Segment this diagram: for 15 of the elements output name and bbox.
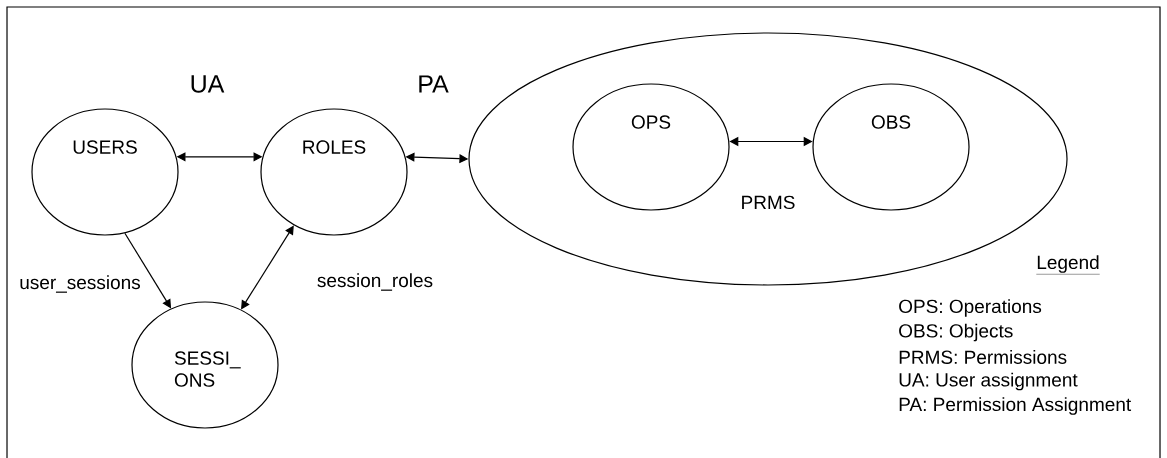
legend-heading: Legend bbox=[1036, 255, 1100, 275]
legend-entry: UA: User assignment bbox=[899, 372, 1078, 391]
ellipse-node: OBS bbox=[812, 83, 970, 211]
edge-label: UA bbox=[188, 74, 226, 94]
ellipse-node: SESSI_ ONS bbox=[131, 301, 279, 429]
legend-entry: OPS: Operations bbox=[899, 299, 1042, 317]
legend-entry: PRMS: Permissions bbox=[899, 350, 1067, 364]
legend-entry: OBS: Objects bbox=[899, 323, 1013, 342]
ellipse-node: USERS bbox=[31, 108, 179, 236]
legend-entry: PA: Permission Assignment bbox=[899, 397, 1132, 415]
edge-label: session_roles bbox=[315, 272, 435, 292]
edge-label: user_sessions bbox=[18, 274, 142, 294]
ellipse-node: OPS bbox=[572, 83, 730, 211]
edge-label: PA bbox=[416, 74, 450, 94]
ellipse-node: ROLES bbox=[260, 108, 408, 236]
